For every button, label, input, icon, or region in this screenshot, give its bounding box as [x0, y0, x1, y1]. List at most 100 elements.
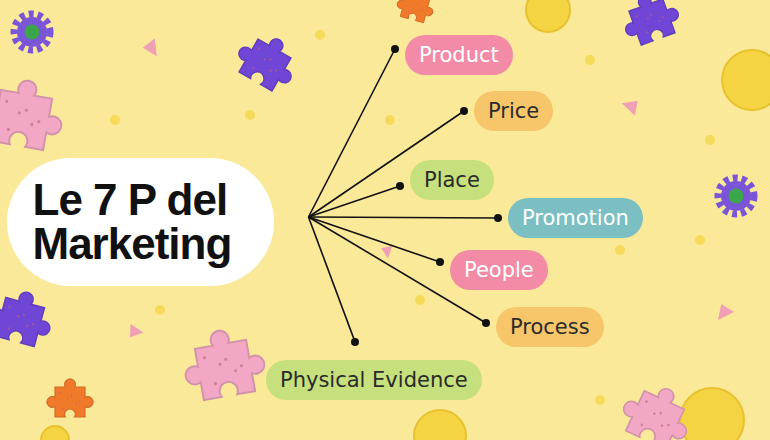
title-pill: Le 7 P del Marketing — [7, 158, 274, 286]
people-pill: People — [450, 250, 548, 290]
connector-line — [309, 186, 401, 217]
puzzle-shape — [0, 74, 68, 153]
speckle — [71, 395, 73, 397]
speckle — [23, 313, 26, 316]
speckle — [661, 16, 664, 19]
speckle — [269, 58, 272, 61]
connector-end-dot — [460, 107, 468, 115]
product-pill: Product — [405, 35, 513, 75]
speckle — [17, 111, 21, 115]
gear-icon — [14, 14, 50, 50]
place-pill: Place — [410, 160, 494, 200]
speckle — [417, 3, 419, 5]
speckle — [653, 412, 657, 416]
gear-center — [729, 189, 744, 204]
connector-line — [309, 217, 499, 218]
pill-label: Promotion — [522, 205, 629, 231]
small-dot — [155, 305, 165, 315]
speckle — [5, 100, 9, 104]
pink-triangle — [622, 98, 643, 119]
speckle — [75, 403, 77, 405]
puzzle-piece — [230, 25, 304, 96]
speckle — [59, 392, 61, 394]
speckle — [26, 325, 29, 328]
pink-triangle — [142, 36, 163, 57]
speckle — [658, 20, 661, 23]
speckle — [418, 10, 420, 12]
speckle — [640, 423, 644, 427]
connector-end-dot — [482, 319, 490, 327]
small-dot — [110, 115, 120, 125]
gear-teeth — [718, 178, 754, 214]
speckle — [258, 47, 261, 50]
speckle — [203, 356, 207, 360]
speckle — [79, 400, 81, 402]
speckle — [650, 13, 653, 16]
puzzle-shape — [394, 0, 437, 24]
speckle — [252, 67, 255, 70]
small-dot — [385, 115, 395, 125]
speckle — [240, 364, 244, 368]
small-dot — [415, 295, 425, 305]
connector-end-dot — [351, 338, 359, 346]
puzzle-shape — [0, 285, 57, 350]
price-pill: Price — [474, 91, 553, 131]
process-pill: Process — [496, 307, 604, 347]
small-dot — [705, 135, 715, 145]
speckle — [422, 9, 424, 11]
speckle — [660, 424, 664, 428]
puzzle-piece — [617, 0, 684, 48]
speckle — [269, 69, 272, 72]
speckle — [647, 17, 650, 20]
speckle — [25, 108, 29, 112]
connector-end-dot — [436, 258, 444, 266]
yellow-disc — [680, 388, 744, 440]
puzzle-shape — [617, 0, 684, 48]
pill-label: Process — [510, 314, 590, 340]
gear-center — [25, 25, 40, 40]
connector-end-dot — [391, 45, 399, 53]
pill-label: Price — [488, 98, 539, 124]
pill-label: People — [464, 257, 534, 283]
puzzle-shape — [179, 324, 269, 403]
gear-body — [721, 181, 751, 211]
puzzle-piece — [394, 0, 437, 24]
small-dot — [595, 395, 605, 405]
speckle — [408, 11, 410, 13]
puzzle-shape — [230, 25, 304, 96]
puzzle-piece — [0, 285, 57, 350]
puzzle-shape — [615, 375, 700, 440]
puzzle-shape — [47, 379, 93, 417]
speckle — [646, 31, 649, 34]
small-dot — [585, 55, 595, 65]
puzzle-piece — [47, 379, 93, 417]
connector-line — [309, 217, 441, 262]
speckle — [67, 397, 69, 399]
yellow-disc — [526, 0, 570, 32]
gear-body — [17, 17, 47, 47]
speckle — [31, 323, 34, 326]
speckle — [659, 411, 663, 415]
speckle — [37, 120, 41, 124]
speckle — [667, 423, 671, 427]
speckle — [8, 327, 11, 330]
pill-label: Physical Evidence — [280, 367, 468, 393]
yellow-disc — [414, 410, 466, 440]
speckle — [234, 369, 238, 373]
pill-label: Place — [424, 167, 480, 193]
speckle — [214, 382, 218, 386]
connector-line — [309, 217, 356, 342]
gear-icon — [718, 178, 754, 214]
speckle — [62, 408, 64, 410]
pink-triangle — [124, 320, 143, 339]
yellow-disc — [41, 426, 69, 440]
small-dot — [245, 110, 255, 120]
speckle — [635, 15, 638, 18]
speckle — [7, 128, 11, 132]
connector-end-dot — [396, 182, 404, 190]
speckle — [224, 357, 228, 361]
pill-label: Product — [419, 42, 499, 68]
speckle — [8, 305, 11, 308]
promotion-pill: Promotion — [508, 198, 643, 238]
